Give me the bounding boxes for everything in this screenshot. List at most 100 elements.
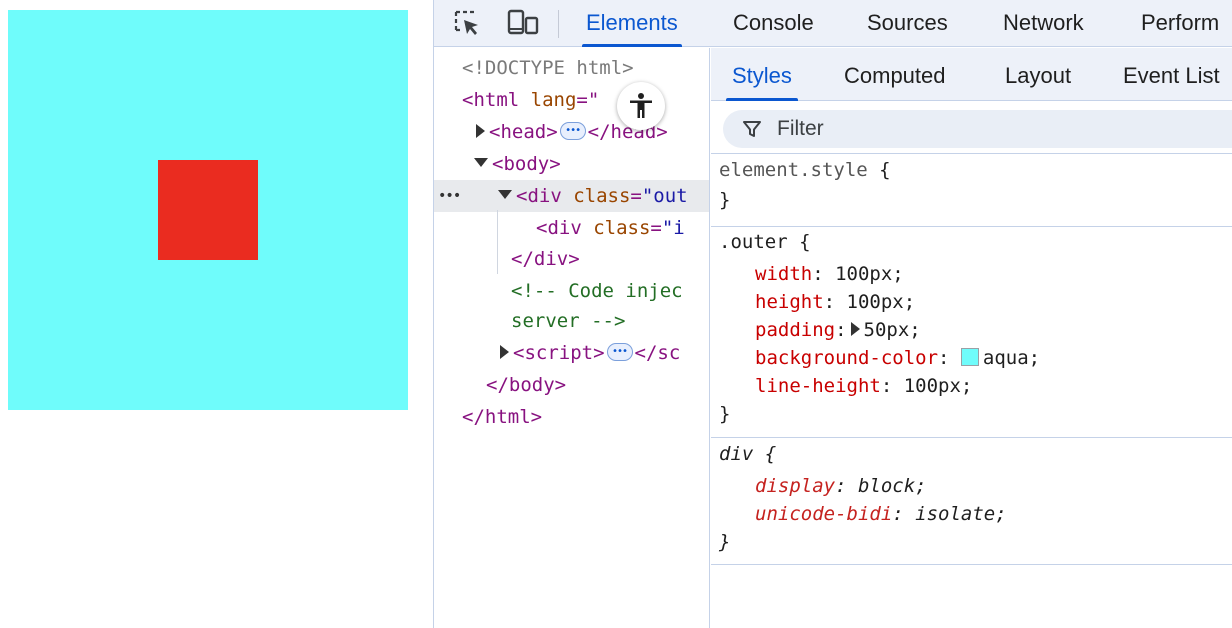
doctype-text: <!DOCTYPE html> (462, 57, 634, 79)
styles-filter-bar: Filter (711, 102, 1232, 154)
div-tag-close: </div> (511, 248, 580, 270)
tab-event-listeners[interactable]: Event List (1123, 63, 1220, 88)
div-attr-value: "i (661, 217, 685, 239)
dom-node-body[interactable]: <body> (434, 148, 709, 180)
sidebar-tabs: Styles Computed Layout Event List (711, 48, 1232, 101)
collapsed-ellipsis-icon[interactable] (559, 115, 586, 147)
rule-selector-line: div { (719, 443, 776, 465)
expand-shorthand-icon[interactable] (850, 321, 860, 336)
collapsed-ellipsis-icon[interactable] (606, 336, 633, 368)
comment-text: server --> (511, 310, 626, 332)
expand-arrow-icon[interactable] (500, 344, 509, 359)
color-swatch-icon[interactable] (960, 347, 979, 366)
row-actions-icon[interactable]: ••• (438, 188, 461, 204)
property-name[interactable]: line-height (755, 375, 881, 397)
device-toolbar-icon[interactable] (506, 8, 540, 38)
html-tag-open: <html (462, 89, 531, 111)
rule-selector-line: element.style { (719, 159, 891, 181)
property-name[interactable]: background-color (755, 347, 939, 369)
inspect-element-icon[interactable] (450, 8, 484, 38)
declaration-padding[interactable]: padding:50px; (755, 319, 921, 341)
rule-selector[interactable]: div (719, 443, 754, 465)
filter-icon (743, 121, 761, 137)
property-name[interactable]: display (755, 475, 836, 497)
property-name[interactable]: width (755, 263, 813, 285)
property-value[interactable]: block; (857, 475, 927, 497)
accessibility-icon[interactable] (617, 82, 665, 130)
dom-node-comment[interactable]: <!-- Code injec (434, 275, 709, 307)
body-tag-close: </body> (486, 374, 567, 396)
tab-network[interactable]: Network (1003, 10, 1084, 35)
tab-sources[interactable]: Sources (867, 10, 948, 35)
html-attr-eq: =" (576, 89, 600, 111)
div-attr-value: "out (641, 185, 688, 207)
rule-div-user-agent[interactable]: div { display: block; unicode-bidi: isol… (711, 439, 1232, 565)
declaration-height[interactable]: height: 100px; (755, 291, 916, 313)
head-tag-open: <head> (489, 121, 558, 143)
tab-elements[interactable]: Elements (582, 0, 682, 47)
dom-node-html[interactable]: <html lang=""> (434, 84, 709, 116)
page-preview (0, 0, 433, 628)
body-tag-open: <body> (492, 153, 561, 175)
inner-div-render[interactable] (158, 160, 258, 260)
div-tag-open: <div (536, 217, 594, 239)
rule-selector[interactable]: element.style (719, 159, 868, 181)
script-tag-open: <script> (513, 342, 605, 364)
dom-tree: <!DOCTYPE html> <html lang=""> <head></h… (434, 48, 710, 628)
styles-filter-input[interactable]: Filter (723, 110, 1232, 148)
close-brace: } (719, 189, 731, 211)
div-attr-name: class (573, 185, 631, 207)
close-brace: } (719, 531, 731, 553)
declaration-background-color[interactable]: background-color: aqua; (755, 347, 1041, 369)
html-tag-close: </html> (462, 406, 543, 428)
collapse-arrow-icon[interactable] (474, 158, 488, 167)
div-attr-eq: = (650, 217, 662, 239)
rule-element-style[interactable]: element.style { } (711, 155, 1232, 227)
property-name[interactable]: unicode-bidi (755, 503, 893, 525)
div-attr-name: class (593, 217, 651, 239)
open-brace: { (879, 159, 891, 181)
tab-computed[interactable]: Computed (844, 63, 946, 88)
property-name[interactable]: height (755, 291, 824, 313)
open-brace: { (799, 231, 811, 253)
property-name[interactable]: padding (755, 319, 836, 341)
devtools-panel: Elements Console Sources Network Perform… (433, 0, 1232, 628)
html-attr-name: lang (530, 89, 577, 111)
div-tag-open: <div (516, 185, 574, 207)
property-value[interactable]: 100px; (835, 263, 904, 285)
declaration-display[interactable]: display: block; (755, 475, 927, 497)
tab-performance[interactable]: Perform (1141, 10, 1220, 35)
property-value[interactable]: isolate; (915, 503, 1007, 525)
tab-console[interactable]: Console (733, 10, 814, 35)
dom-node-div-inner[interactable]: <div class="i (434, 212, 709, 244)
rule-outer[interactable]: .outer { width: 100px; height: 100px; pa… (711, 228, 1232, 438)
expand-arrow-icon[interactable] (476, 123, 485, 138)
dom-node-comment-cont[interactable]: server --> (434, 305, 709, 337)
indent-guide (497, 210, 498, 274)
dom-node-body-close[interactable]: </body> (434, 369, 709, 401)
devtools-main-toolbar: Elements Console Sources Network Perform (434, 0, 1232, 47)
open-brace: { (764, 443, 777, 465)
outer-div-render[interactable] (8, 10, 408, 410)
dom-node-head[interactable]: <head></head> (434, 115, 709, 148)
declaration-unicode-bidi[interactable]: unicode-bidi: isolate; (755, 503, 1007, 525)
rule-selector[interactable]: .outer (719, 231, 788, 253)
rule-selector-line: .outer { (719, 231, 811, 253)
dom-node-div-close[interactable]: </div> (434, 243, 709, 275)
script-tag-close: </sc (634, 342, 681, 364)
declaration-line-height[interactable]: line-height: 100px; (755, 375, 973, 397)
filter-placeholder: Filter (777, 117, 824, 140)
collapse-arrow-icon[interactable] (498, 190, 512, 199)
tab-layout[interactable]: Layout (1005, 63, 1072, 88)
property-value[interactable]: 100px; (846, 291, 916, 313)
property-value[interactable]: 100px; (903, 375, 973, 397)
property-value[interactable]: 50px; (863, 319, 921, 341)
tab-styles[interactable]: Styles (726, 48, 798, 101)
styles-pane: Styles Computed Layout Event List Filter… (711, 48, 1232, 628)
declaration-width[interactable]: width: 100px; (755, 263, 904, 285)
property-value[interactable]: aqua; (982, 347, 1041, 369)
dom-node-doctype[interactable]: <!DOCTYPE html> (434, 52, 709, 84)
dom-node-div-outer[interactable]: ••• <div class="out (434, 180, 709, 212)
dom-node-script[interactable]: <script> </sc (434, 336, 709, 369)
dom-node-html-close[interactable]: </html> (434, 401, 709, 433)
